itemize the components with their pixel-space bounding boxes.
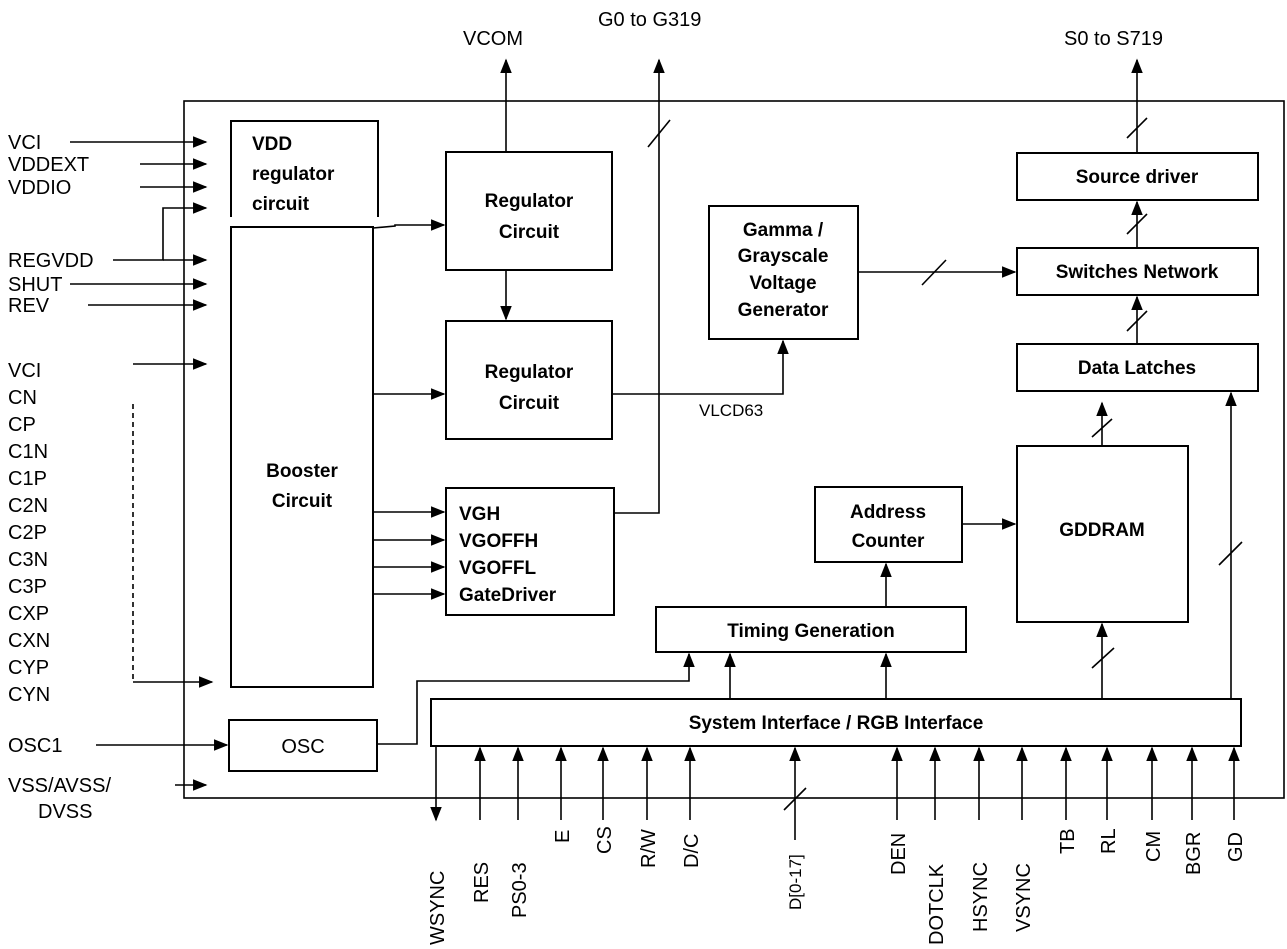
booster-line2: Circuit (272, 491, 333, 512)
pin-gd: GD (1225, 832, 1247, 862)
pin-c3p: C3P (8, 576, 47, 598)
pin-cyn: CYN (8, 684, 50, 706)
pin-c3n: C3N (8, 549, 48, 571)
regulator2-line2: Circuit (499, 393, 560, 414)
pin-dotclk: DOTCLK (926, 863, 948, 945)
system-interface-block (430, 698, 1242, 747)
vlcd63-label: VLCD63 (699, 401, 763, 420)
pin-res: RES (471, 862, 493, 903)
gate-line4: GateDriver (459, 585, 557, 606)
gddram-block (1016, 445, 1189, 623)
gamma-line1: Gamma / (743, 220, 824, 241)
pin-vci-2: VCI (8, 360, 41, 382)
system-interface-label: System Interface / RGB Interface (689, 713, 984, 734)
pin-cm: CM (1143, 831, 1165, 862)
gamma-block (708, 205, 859, 340)
timing-generation-label: Timing Generation (727, 621, 895, 642)
vdd-regulator-line1: VDD (252, 134, 292, 155)
address-line1: Address (850, 502, 926, 523)
pin-rev: REV (8, 295, 50, 317)
gate-line1: VGH (459, 504, 500, 525)
pin-den: DEN (888, 833, 910, 875)
pin-vsync: VSYNC (1013, 863, 1035, 932)
regulator2-line1: Regulator (485, 362, 574, 383)
regulator1-line2: Circuit (499, 222, 560, 243)
pin-cp: CP (8, 414, 36, 436)
switches-network-label: Switches Network (1056, 262, 1219, 283)
pin-cxp: CXP (8, 603, 49, 625)
pin-c2n: C2N (8, 495, 48, 517)
gates-label: G0 to G319 (598, 9, 701, 31)
regulator1-line1: Regulator (485, 191, 574, 212)
pin-tb: TB (1057, 828, 1079, 854)
pin-bgr: BGR (1183, 832, 1205, 875)
booster-block (230, 226, 374, 688)
gamma-line2: Grayscale (738, 246, 829, 267)
chip-outline (183, 100, 1285, 799)
pin-c1p: C1P (8, 468, 47, 490)
vcom-label: VCOM (463, 28, 523, 50)
pin-cyp: CYP (8, 657, 49, 679)
regulator-block-1 (445, 151, 613, 271)
left-pin-labels: VCI VDDEXT VDDIO REGVDD SHUT REV VCI CN … (8, 132, 111, 823)
pin-d0-17: D[0-17] (786, 854, 805, 910)
pin-vss-avss: VSS/AVSS/ (8, 775, 111, 797)
osc-block (228, 719, 378, 772)
gate-line3: VGOFFL (459, 558, 536, 579)
pin-c1n: C1N (8, 441, 48, 463)
source-driver-block (1016, 152, 1259, 201)
regulator-block-2 (445, 320, 613, 440)
timing-generation-block (655, 606, 967, 653)
osc-label: OSC (281, 736, 324, 758)
pin-dc: D/C (681, 834, 703, 868)
pin-e: E (552, 830, 574, 843)
pin-cs: CS (594, 826, 616, 854)
pin-rl: RL (1098, 828, 1120, 854)
booster-line1: Booster (266, 461, 338, 482)
pin-cxn: CXN (8, 630, 50, 652)
pin-dvss: DVSS (38, 801, 92, 823)
gate-line2: VGOFFH (459, 531, 538, 552)
vdd-regulator-line3: circuit (252, 194, 310, 215)
gddram-label: GDDRAM (1059, 520, 1145, 541)
pin-vddext: VDDEXT (8, 154, 89, 176)
pin-regvdd: REGVDD (8, 250, 94, 272)
gamma-line4: Generator (738, 300, 829, 321)
pin-cn: CN (8, 387, 37, 409)
source-driver-label: Source driver (1076, 167, 1199, 188)
vdd-regulator-line2: regulator (252, 164, 335, 185)
pin-vci-1: VCI (8, 132, 41, 154)
pin-shut: SHUT (8, 274, 62, 296)
address-line2: Counter (852, 531, 925, 552)
pin-hsync: HSYNC (970, 862, 992, 932)
pin-vddio: VDDIO (8, 177, 71, 199)
data-latches-block (1016, 343, 1259, 392)
switches-network-block (1016, 247, 1259, 296)
pin-wsync: WSYNC (427, 871, 449, 945)
pin-rw: R/W (638, 829, 660, 868)
pin-ps0-3: PS0-3 (509, 862, 531, 918)
gamma-line3: Voltage (749, 273, 816, 294)
connections (70, 58, 1243, 840)
gate-driver-block (445, 487, 615, 616)
pin-c2p: C2P (8, 522, 47, 544)
data-latches-label: Data Latches (1078, 358, 1196, 379)
address-counter-block (814, 486, 963, 563)
bottom-pin-labels: WSYNC RES PS0-3 E CS R/W D/C D[0-17] DEN… (427, 826, 1247, 945)
sources-label: S0 to S719 (1064, 28, 1163, 50)
pin-osc1: OSC1 (8, 735, 62, 757)
